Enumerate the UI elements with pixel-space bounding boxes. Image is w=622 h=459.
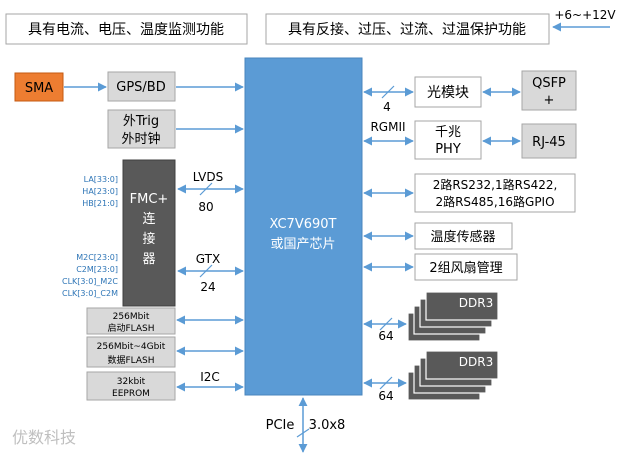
rj45-block xyxy=(521,123,577,159)
pcie-width-tick xyxy=(296,428,310,438)
fpga-label-line1: XC7V690T xyxy=(270,217,337,232)
ddr3-b-stack xyxy=(407,350,499,401)
serial-gpio-block xyxy=(414,173,576,213)
phy-label-line1: 千兆 xyxy=(435,125,461,140)
phy-block xyxy=(414,120,482,160)
fan-block xyxy=(414,253,518,281)
data-flash-block xyxy=(86,336,176,368)
optical-width-label: 4 xyxy=(383,100,391,114)
fmc-label-line2: 连 xyxy=(142,211,155,227)
qsfp-label-line2: + xyxy=(544,93,555,108)
fmc-signal-hb: HB[21:0] xyxy=(82,199,118,208)
pcie-label: PCIe xyxy=(266,418,295,433)
boot-flash-label-line1: 256Mbit xyxy=(113,312,150,322)
ddr3-a-stack xyxy=(407,291,499,342)
boot-flash-block xyxy=(86,307,176,335)
fmc-label-line3: 接 xyxy=(142,231,155,247)
monitor-feature-label: 具有电流、电压、温度监测功能 xyxy=(28,22,224,38)
ddr3-b-width-tick xyxy=(379,376,393,390)
temp-sensor-block xyxy=(414,222,513,250)
i2c-label: I2C xyxy=(200,370,220,384)
eeprom-label-line2: EEPROM xyxy=(112,389,150,399)
serial-gpio-label-line2: 2路RS485,16路GPIO xyxy=(435,194,554,209)
lvds-width-label: 80 xyxy=(198,200,213,214)
gtx-label: GTX xyxy=(196,252,220,266)
gtx-width-label: 24 xyxy=(200,280,215,294)
gps-label: GPS/BD xyxy=(116,80,165,95)
lvds-width-tick xyxy=(199,182,213,196)
gps-block xyxy=(107,71,176,102)
ddr3-a-label: DDR3 xyxy=(459,296,493,310)
protect-feature-label: 具有反接、过压、过流、过温保护功能 xyxy=(288,21,526,38)
data-flash-label-line1: 256Mbit~4Gbit xyxy=(97,342,166,352)
ext-trig-label-line1: 外Trig xyxy=(123,114,159,129)
ddr3-a-width-label: 64 xyxy=(378,329,393,343)
fmc-signal-m2c: M2C[23:0] xyxy=(76,253,118,262)
fpga-label-line2: 或国产芯片 xyxy=(270,237,335,252)
rgmii-label: RGMII xyxy=(370,120,405,134)
fpga-block xyxy=(244,57,363,396)
fmc-label-line1: FMC+ xyxy=(130,192,169,207)
optical-width-tick xyxy=(381,85,395,99)
eeprom-label-line1: 32kbit xyxy=(117,377,146,387)
fmc-signal-la: LA[33:0] xyxy=(84,175,118,184)
sma-label: SMA xyxy=(25,81,53,96)
ext-trig-block xyxy=(107,109,176,149)
fmc-signal-clk-m2c: CLK[3:0]_M2C xyxy=(62,277,118,286)
phy-label-line2: PHY xyxy=(435,142,461,157)
eeprom-block xyxy=(86,371,176,401)
gtx-width-tick xyxy=(199,264,213,278)
data-flash-label-line2: 数据FLASH xyxy=(107,354,154,366)
fmc-signal-c2m: C2M[23:0] xyxy=(76,265,118,274)
protect-feature-box xyxy=(265,13,550,45)
ddr3-b-label: DDR3 xyxy=(459,355,493,369)
temp-sensor-label: 温度传感器 xyxy=(430,229,495,245)
fmc-signal-ha: HA[23:0] xyxy=(82,187,118,196)
boot-flash-label-line2: 启动FLASH xyxy=(107,322,154,334)
power-input-label: +6~+12V xyxy=(554,8,616,22)
ddr3-b-width-label: 64 xyxy=(378,389,393,403)
rj45-label: RJ-45 xyxy=(532,135,566,150)
qsfp-block xyxy=(521,70,577,111)
optical-module-block xyxy=(414,76,482,108)
fmc-signal-clk-c2m: CLK[3:0]_C2M xyxy=(62,289,118,298)
ext-trig-label-line2: 外时钟 xyxy=(121,131,160,147)
watermark: 优数科技 xyxy=(12,428,76,447)
fmc-label-line4: 器 xyxy=(142,252,155,267)
monitor-feature-box xyxy=(5,13,248,45)
pcie-width-label: 3.0x8 xyxy=(309,418,346,433)
sma-block xyxy=(14,72,64,102)
fmc-block xyxy=(122,159,176,307)
ddr3-b-chip-front xyxy=(425,350,499,380)
qsfp-label-line1: QSFP xyxy=(532,76,566,91)
lvds-label: LVDS xyxy=(193,170,223,184)
ddr3-a-chip-front xyxy=(425,291,499,321)
optical-module-label: 光模块 xyxy=(427,85,469,101)
serial-gpio-label-line1: 2路RS232,1路RS422, xyxy=(433,177,558,192)
fan-label: 2组风扇管理 xyxy=(429,260,502,276)
ddr3-a-width-tick xyxy=(379,317,393,331)
